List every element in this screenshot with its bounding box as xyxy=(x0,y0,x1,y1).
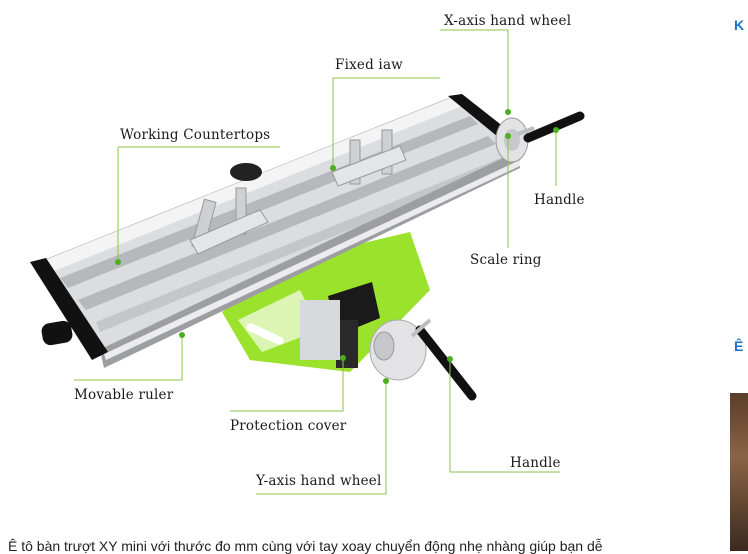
callout-y-axis-hand-wheel: Y-axis hand wheel xyxy=(256,473,382,489)
callout-scale-ring: Scale ring xyxy=(470,252,542,268)
callout-dots xyxy=(115,109,559,384)
leader-lines xyxy=(74,29,560,495)
callout-protection-cover: Protection cover xyxy=(230,418,347,434)
callout-working-countertops: Working Countertops xyxy=(120,127,271,143)
ruler-edge xyxy=(104,160,520,360)
sidebar-heading-mid[interactable]: Ê xyxy=(734,338,744,354)
callout-handle-right: Handle xyxy=(534,192,585,208)
sidebar-thumbnail[interactable] xyxy=(730,393,748,551)
callout-fixed-jaw: Fixed iaw xyxy=(335,57,403,73)
callout-handle-bottom: Handle xyxy=(510,455,561,471)
product-description: Ê tô bàn trượt XY mini với thước đo mm c… xyxy=(8,538,603,554)
callout-x-axis-hand-wheel: X-axis hand wheel xyxy=(444,13,572,29)
callout-movable-ruler: Movable ruler xyxy=(74,387,174,403)
sidebar-heading-top[interactable]: K xyxy=(734,17,745,33)
